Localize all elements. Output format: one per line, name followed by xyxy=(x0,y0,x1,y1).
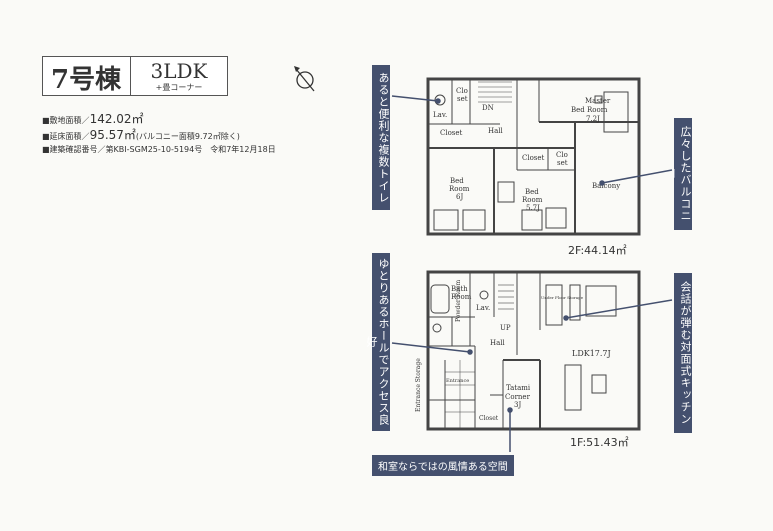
bath-label: Bath xyxy=(451,285,468,293)
building-confirmation-line: ■建築確認番号／第KBI-SGM25-10-5194号 令和7年12月18日 xyxy=(42,145,276,154)
master-bedroom-size: 7.2J xyxy=(586,115,600,123)
floor-area-line: ■延床面積／95.57㎡(バルコニー面積9.72㎡除く) xyxy=(42,126,240,143)
callout-tatami-space: 和室ならではの風情ある空間 xyxy=(372,455,514,476)
master-bedroom-label: Master xyxy=(585,97,611,105)
bedroom-5-label: Bed xyxy=(525,188,539,196)
site-area-label: ■敷地面積／ xyxy=(42,116,90,125)
floor-area-value: 95.57㎡ xyxy=(89,128,136,142)
site-area-line: ■敷地面積／142.02㎡ xyxy=(42,110,144,127)
bedroom-6-label-2: Room xyxy=(449,185,470,193)
plan-type: 3LDK xyxy=(150,59,208,83)
stairs-down-label: DN xyxy=(482,104,494,112)
bedroom-5-label-2: Room xyxy=(522,196,543,204)
first-floor-outline xyxy=(426,270,641,431)
entrance-label: Entrance xyxy=(446,378,469,384)
entrance-storage-label: Entrance Storage xyxy=(415,358,422,412)
closet-1f-label: Closet xyxy=(479,415,499,422)
first-floor-area: 1F:51.43㎡ xyxy=(570,436,629,449)
building-number: 7号棟 xyxy=(51,65,122,95)
plan-subtitle: +畳コーナー xyxy=(155,83,203,92)
plan-type-box: 3LDK +畳コーナー xyxy=(130,56,228,96)
powder-room-label: Powder Room xyxy=(455,280,462,322)
tatami-label: Tatami xyxy=(506,384,531,392)
second-floor-outline xyxy=(426,77,641,236)
closet-2f-label-2: Closet xyxy=(522,154,545,162)
tatami-corner-label: Corner xyxy=(505,393,531,401)
balcony-label: Balcony xyxy=(592,182,620,190)
master-bedroom-label-2: Bed Room xyxy=(571,106,608,114)
ldk-label: LDK17.7J xyxy=(572,349,611,358)
closet-2f-label: Closet xyxy=(440,129,463,137)
bath-label-2: Room xyxy=(451,293,472,301)
closet-2f-set-2: set xyxy=(557,159,568,167)
callout-counter-kitchen: 会話が弾む対面式キッチン xyxy=(674,273,692,433)
callout-roomy-hall: ゆとりあるホールでアクセス良好 xyxy=(365,253,390,431)
bedroom-6-label: Bed xyxy=(450,177,464,185)
closet-2f-clo: Clo xyxy=(456,87,468,95)
hall-1f-label: Hall xyxy=(490,339,506,347)
under-floor-storage-label: Under Floor Storage xyxy=(541,295,584,300)
closet-2f-clo-2: Clo xyxy=(556,151,568,159)
second-floor-area: 2F:44.14㎡ xyxy=(568,244,627,257)
closet-2f-set: set xyxy=(457,95,468,103)
lavatory-2f-label: Lav. xyxy=(433,111,447,119)
building-number-box: 7号棟 xyxy=(42,56,132,96)
floor-area-label: ■延床面積／ xyxy=(42,132,90,141)
tatami-size: 3J xyxy=(514,401,521,409)
stairs-up-label: UP xyxy=(500,324,511,332)
hall-2f-label: Hall xyxy=(488,127,504,135)
bedroom-5-size: 5.7J xyxy=(526,204,540,212)
site-area-value: 142.02㎡ xyxy=(89,112,144,126)
floor-area-note: (バルコニー面積9.72㎡除く) xyxy=(135,132,240,141)
bedroom-6-size: 6J xyxy=(456,193,463,201)
lavatory-1f-label: Lav. xyxy=(476,304,490,312)
north-arrow-icon xyxy=(294,66,315,92)
callout-spacious-balcony: 広々したバルコニー xyxy=(667,118,692,230)
callout-multiple-toilets: あると便利な複数トイレ xyxy=(372,65,390,210)
